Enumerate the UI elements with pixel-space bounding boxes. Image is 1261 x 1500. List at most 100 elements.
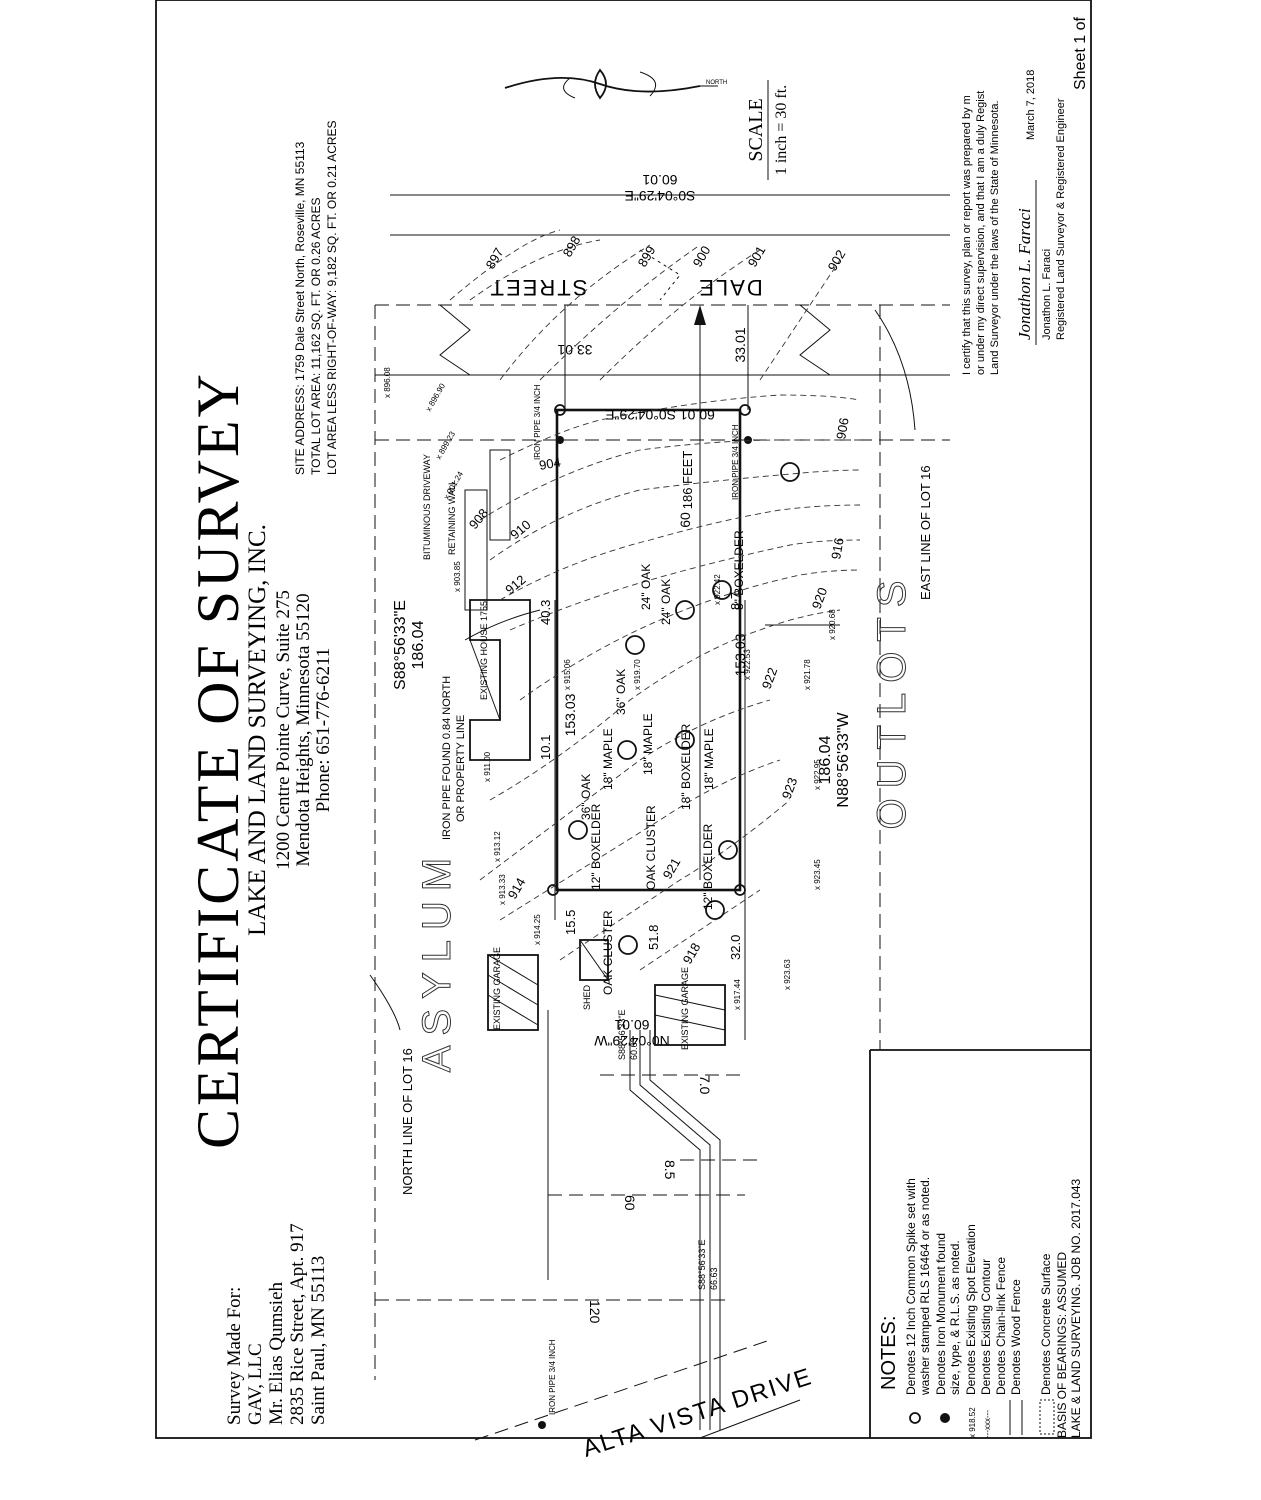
site-info: SITE ADDRESS: 1759 Dale Street North, Ro… [293,120,339,475]
signature-block: Jonathon L. Faraci March 7, 2018 Jonatho… [1015,70,1067,345]
basis-of-bearings: BASIS OF BEARINGS: ASSUMED [1055,1252,1069,1438]
client-line4: 2835 Rice Street, Apt. 917 [287,1223,308,1425]
note-4-symbol: ---xxx--- [983,1410,992,1438]
north-arrow-label: NORTH [706,80,727,86]
tree-label-10: 8" BOXELDER [732,530,746,610]
cert-date: March 7, 2018 [1025,70,1037,140]
alta-vista-drive [474,1339,801,1441]
tree-icon [625,635,645,655]
dale-street-label-1: STREET [489,275,588,300]
note-4: Denotes Existing Contour [979,1259,993,1395]
spot-9: x 914.25 [533,914,542,945]
scale-label: SCALE [745,98,767,161]
iron-pipe-label-2: IRON PIPE 3/4 INCH [731,424,740,500]
garage-2 [654,984,726,1046]
notes-heading: NOTES: [878,1316,900,1390]
note-7: Denotes Concrete Surface [1039,1253,1053,1395]
west-bearing: N0°04'29"W [593,1033,669,1049]
shed-label: SHED [582,984,592,1010]
spot-17: x 920.68 [828,609,837,640]
lot-186-feet: 186 FEET [680,451,695,510]
cert-line3: Land Surveyor under the laws of the Stat… [989,100,1001,375]
alta-vista-label: ALTA VISTA DRIVE [579,1363,816,1463]
retaining-wall [464,449,511,611]
company-name: LAKE AND LAND SURVEYING, INC. [244,524,271,936]
lot-dimensions: 40.3 10.1 15.5 51.8 32.0 8.7 [538,592,743,960]
iron-pipe-label-3: IRON PIPE 3/4 INCH [548,1339,557,1415]
lot-east-bearing: 60.01 S0°04'29"E [605,407,715,423]
north-line-label: NORTH LINE OF LOT 16 [400,1048,415,1195]
tree-labels: 36" OAK 36" OAK 24" OAK 24" OAK 18" MAPL… [579,530,746,995]
certification-block: I certify that this survey, plan or repo… [961,91,1001,375]
note-1a: Denotes 12 Inch Common Spike set with [904,1178,918,1395]
site-total-area: TOTAL LOT AREA: 11,162 SQ. FT. OR 0.26 A… [309,198,323,475]
tree-icon [780,462,800,482]
setback-north: 33.01 [557,342,592,358]
scale-value: 1 inch = 30 ft. [773,85,790,175]
contour-910: 910 [507,517,533,542]
tree-icon [675,730,695,750]
client-line2: GAV, LLC [245,1343,266,1425]
contour-916: 916 [828,537,847,561]
tree-label-5: 18" MAPLE [601,728,615,790]
tree-label-9: 12" BOXELDER [701,823,715,910]
north-bearing: S88°56'33"E [392,600,409,690]
tree-icon [712,580,732,600]
south-distance: 186.04 [817,735,834,784]
spot-14: x 922.95 [813,759,822,790]
tree-label-7: 18" MAPLE [702,728,716,790]
dim-15-5: 15.5 [563,910,578,935]
notes-box [869,1049,1091,1438]
note-5: Denotes Chain-link Fence [994,1257,1008,1395]
cert-line1: I certify that this survey, plan or repo… [961,95,973,375]
lot-south-dist: 153.03 [732,633,748,676]
surveyor-name: Jonathon L. Faraci [1041,249,1053,340]
garage-1 [487,954,539,1031]
dim-60: 60 [622,1195,638,1211]
client-line5: Saint Paul, MN 55113 [308,1256,329,1425]
sewer-dist: 60.63 [629,1037,639,1060]
subject-lot [538,305,840,1429]
note-3: Denotes Existing Spot Elevation [964,1224,978,1395]
spot-3: x 899.23 [434,429,457,461]
iron-pipe-label-1: IRON PIPE 3/4 INCH [533,384,542,460]
spot-8: x 913.33 [498,874,507,905]
survey-title: CERTIFICATE OF SURVEY [185,371,251,1149]
scale-block: SCALE 1 inch = 30 ft. [745,80,790,180]
contour-897: 897 [483,245,507,271]
tree-label-1: 36" OAK [614,669,628,715]
contour-912: 912 [502,572,528,597]
client-block: Survey Made For: GAV, LLC Mr. Elias Qums… [224,1223,329,1425]
dim-32-0: 32.0 [728,935,743,960]
cert-line2: or under my direct supervision, and that… [975,91,987,375]
east-line-label: EAST LINE OF LOT 16 [918,465,933,600]
spot-11: x 922.42 [713,574,722,605]
sewer-bearing: S88°56'33"E [617,1009,627,1060]
signature: Jonathon L. Faraci [1015,208,1034,340]
spot-6: x 911.00 [483,751,492,782]
sewer2-bearing: S88°56'33"E [697,1239,707,1290]
sheet-label: Sheet 1 of [1072,17,1089,91]
west-distance: 60.01 [614,1017,649,1033]
existing-house [469,599,531,761]
note-2a: Denotes Iron Monument found [934,1233,948,1395]
spot-15: x 923.45 [813,859,822,890]
dim-8-7: 8.7 [728,592,743,610]
tree-label-8: 12" BOXELDER [589,803,603,890]
legend-symbols [909,1399,1055,1435]
dim-51-8: 51.8 [646,925,661,950]
note-2b: size, type, & R.L.S. as noted. [948,1240,962,1395]
outlots-label: OUTLOTS [870,571,914,830]
contour-900: 900 [690,243,714,269]
site-area-less-row: LOT AREA LESS RIGHT-OF-WAY: 9,182 SQ. FT… [325,120,339,475]
tree-label-3: 24" OAK [659,579,673,625]
setback-south: 33.01 [732,327,748,362]
spot-18: x 919.70 [633,659,642,690]
contour-914: 914 [505,875,529,901]
dim-8-5: 8.5 [662,1160,678,1180]
spot-19: x 917.44 [733,979,742,1010]
tree-icon [675,600,695,620]
spot-7: x 913.12 [493,831,502,862]
contour-899: 899 [635,243,659,269]
tree-icon [718,840,738,860]
